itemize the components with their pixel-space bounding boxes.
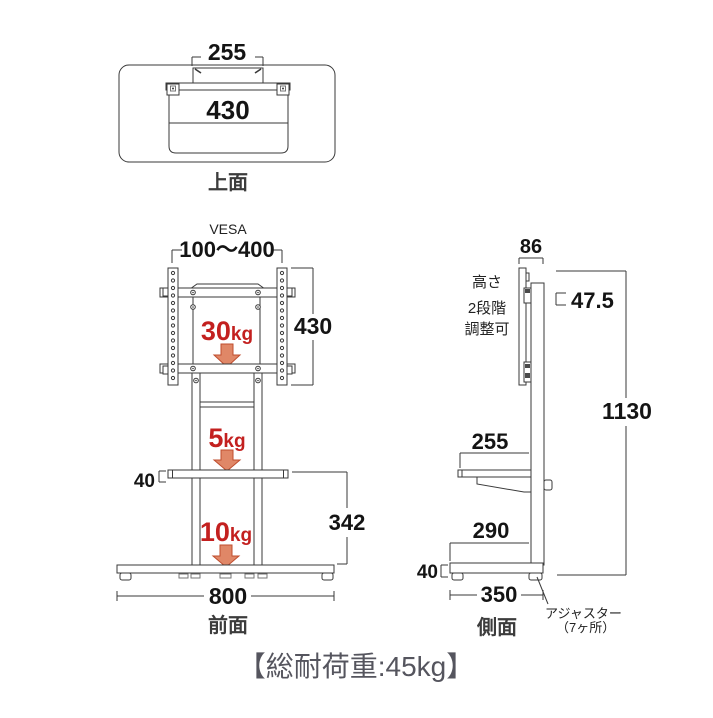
front-view-label: 前面 [208, 613, 248, 637]
vesa-bottom-bar [159, 363, 296, 374]
load-5kg-label: 5kg [208, 423, 245, 453]
note-height-1: 高さ [472, 274, 502, 291]
note-adjuster-2: （7ヶ所） [556, 620, 615, 635]
front-dim-430: 430 [291, 267, 332, 386]
front-rung [199, 401, 255, 408]
front-base [116, 564, 335, 574]
side-view: 86 1130 47.5 高さ 2段階 調整可 [417, 236, 652, 639]
vesa-left-rail [167, 267, 179, 386]
front-left-foot [119, 572, 132, 581]
vesa-title: VESA [209, 221, 247, 237]
dim-40-front: 40 [134, 471, 155, 492]
front-left-pole [191, 372, 201, 566]
top-view: 255 430 上面 [118, 39, 336, 194]
total-load-caption: 【総耐荷重:45kg】 [238, 651, 475, 682]
side-dim-350: 350 [449, 582, 544, 607]
dim-255-top: 255 [208, 39, 247, 65]
dim-1130: 1130 [602, 398, 652, 424]
vesa-screws [190, 289, 261, 384]
side-dim-47-5: 47.5 [555, 288, 614, 313]
top-view-column-cap [192, 67, 264, 84]
load-30kg-label: 30kg [201, 316, 253, 346]
side-knob [543, 479, 553, 491]
vesa-right-rail [276, 267, 288, 386]
dim-86: 86 [520, 236, 542, 258]
side-dim-1130: 1130 [556, 270, 652, 576]
dim-vesa-range: 100〜400 [179, 237, 274, 262]
dim-255-side: 255 [472, 429, 509, 454]
dim-430-top: 430 [206, 95, 249, 125]
top-view-shelf-outline [168, 88, 289, 154]
side-dim-255: 255 [459, 429, 529, 468]
top-view-crossbar [165, 82, 291, 91]
top-view-dim-255: 255 [191, 39, 264, 66]
adjuster-note: アジャスター （7ヶ所） [536, 576, 622, 635]
side-column [530, 282, 545, 566]
dim-40-side: 40 [417, 562, 438, 583]
side-front-foot [451, 572, 464, 581]
vesa-dim-lines [171, 249, 283, 263]
front-view: VESA 100〜400 30kg [116, 221, 366, 637]
dim-47-5: 47.5 [571, 288, 614, 313]
dim-342: 342 [329, 510, 366, 535]
front-shelf [167, 469, 289, 479]
side-dim-40: 40 [417, 562, 448, 583]
top-view-label: 上面 [208, 171, 248, 194]
side-base [449, 562, 544, 574]
vesa-rail-holes [170, 270, 285, 381]
top-view-corner-ticks [194, 68, 262, 74]
side-shelf [457, 469, 532, 478]
vesa-top-bar [159, 287, 296, 298]
front-bracket-top [189, 283, 266, 290]
height-adjust-note: 高さ 2段階 調整可 [464, 274, 509, 338]
side-hooks [523, 287, 532, 383]
side-dim-290: 290 [449, 518, 529, 561]
note-height-2: 2段階 [468, 300, 506, 317]
note-adjuster-1: アジャスター [545, 606, 622, 621]
dim-800: 800 [209, 583, 247, 609]
adjuster-leader-line [536, 576, 549, 605]
side-dim-86: 86 [518, 236, 544, 264]
vesa-rail-clamps [162, 287, 293, 375]
load-30kg-arrow-icon [212, 343, 242, 368]
dim-430-front: 430 [294, 313, 332, 339]
dim-290: 290 [473, 518, 510, 543]
front-dim-40: 40 [134, 470, 166, 492]
side-mount-panel [518, 267, 527, 386]
front-dim-342: 342 [292, 471, 366, 565]
side-shelf-bracket [476, 477, 531, 493]
side-rear-foot [528, 572, 543, 581]
side-view-label: 側面 [476, 616, 517, 639]
load-5kg-arrow-icon [212, 449, 242, 472]
dim-350: 350 [481, 582, 518, 607]
note-height-3: 調整可 [464, 321, 509, 338]
front-right-pole [253, 372, 263, 566]
front-right-foot [321, 572, 334, 581]
load-10kg-label: 10kg [200, 517, 252, 547]
front-dim-800: 800 [116, 583, 335, 609]
front-adjusters [178, 573, 268, 579]
load-10kg-arrow-icon [211, 544, 241, 568]
